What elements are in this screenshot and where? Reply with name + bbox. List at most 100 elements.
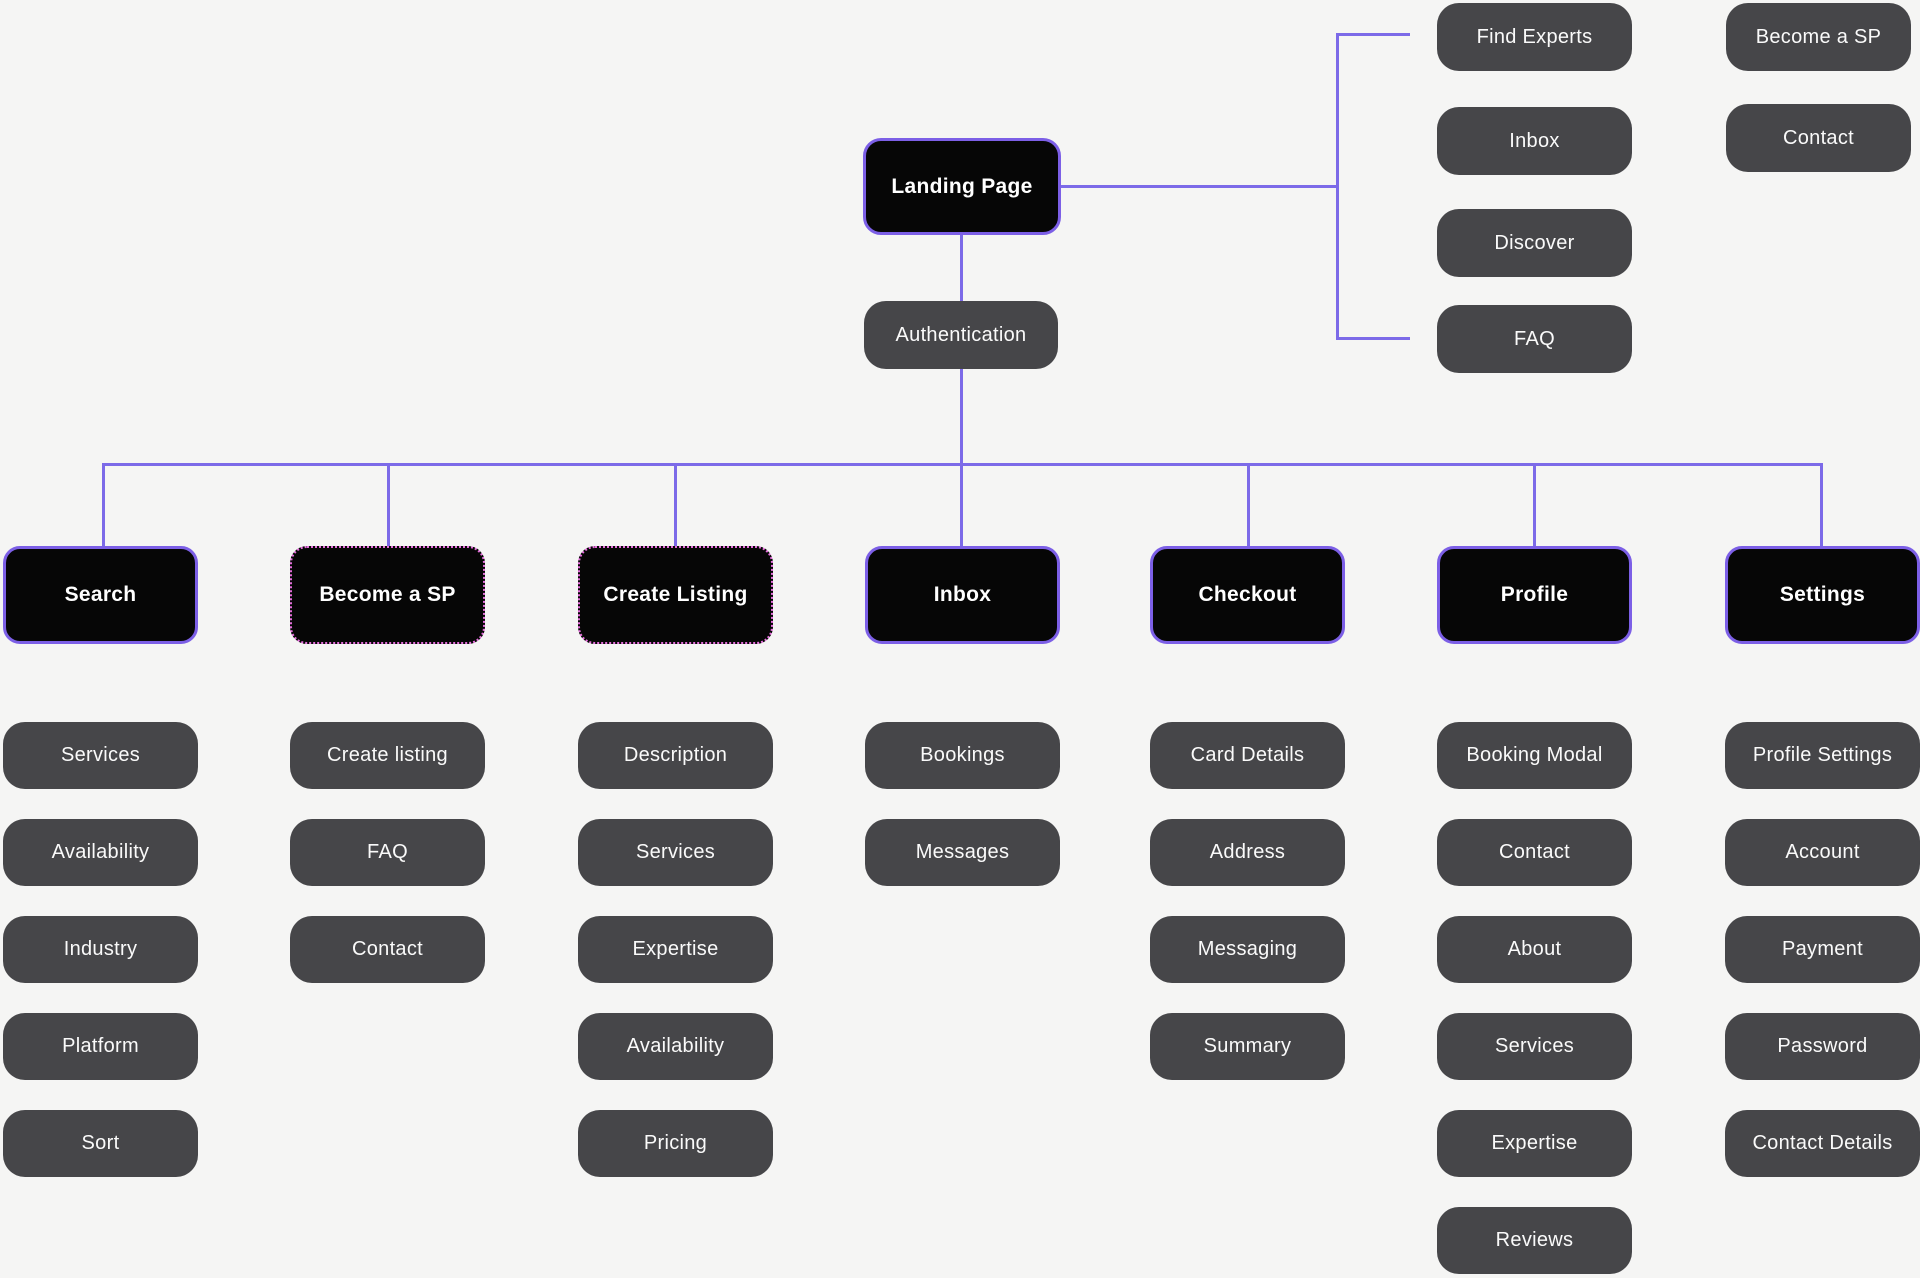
node-label: Inbox: [1509, 129, 1560, 152]
node-label: Password: [1777, 1035, 1868, 1057]
node-settings-password[interactable]: Password: [1725, 1013, 1920, 1080]
node-profile-reviews[interactable]: Reviews: [1437, 1207, 1632, 1274]
node-label: FAQ: [1514, 327, 1555, 350]
node-label: Discover: [1494, 231, 1575, 254]
node-search-availability[interactable]: Availability: [3, 819, 198, 886]
node-label: Payment: [1781, 938, 1864, 960]
node-label: Profile Settings: [1752, 744, 1893, 766]
connector-drop-settings: [1820, 464, 1823, 547]
node-label: Industry: [63, 938, 138, 960]
node-label: Checkout: [1198, 583, 1297, 606]
node-become-a-sp-floating[interactable]: Become a SP: [1726, 3, 1911, 71]
node-label: Contact: [351, 938, 424, 960]
node-section-inbox[interactable]: Inbox: [865, 546, 1060, 644]
node-label: Booking Modal: [1466, 744, 1603, 766]
node-label: Landing Page: [891, 174, 1033, 198]
node-label: Services: [1494, 1035, 1575, 1057]
node-label: Expertise: [1491, 1132, 1578, 1154]
node-section-become-a-sp[interactable]: Become a SP: [290, 546, 485, 644]
connector-drop-create-listing: [674, 464, 677, 547]
node-listing-description[interactable]: Description: [578, 722, 773, 789]
node-label: Contact Details: [1752, 1132, 1893, 1154]
node-label: Description: [623, 744, 728, 766]
node-label: Messaging: [1197, 938, 1298, 960]
node-checkout-address[interactable]: Address: [1150, 819, 1345, 886]
node-profile-about[interactable]: About: [1437, 916, 1632, 983]
node-profile-contact[interactable]: Contact: [1437, 819, 1632, 886]
node-label: Settings: [1779, 583, 1866, 606]
node-label: Contact: [1498, 841, 1571, 863]
node-becomesp-create-listing[interactable]: Create listing: [290, 722, 485, 789]
connector-stub-find-experts: [1336, 33, 1410, 36]
node-becomesp-faq[interactable]: FAQ: [290, 819, 485, 886]
connector-line-right-vertical: [1336, 33, 1339, 340]
node-label: Messages: [915, 841, 1010, 863]
node-checkout-card-details[interactable]: Card Details: [1150, 722, 1345, 789]
node-label: Become a SP: [1755, 25, 1882, 48]
node-listing-availability[interactable]: Availability: [578, 1013, 773, 1080]
node-label: Card Details: [1190, 744, 1305, 766]
node-profile-expertise[interactable]: Expertise: [1437, 1110, 1632, 1177]
node-label: Availability: [51, 841, 150, 863]
node-profile-booking-modal[interactable]: Booking Modal: [1437, 722, 1632, 789]
node-section-create-listing[interactable]: Create Listing: [578, 546, 773, 644]
connector-drop-become-a-sp: [387, 464, 390, 547]
node-inbox-messages[interactable]: Messages: [865, 819, 1060, 886]
node-section-settings[interactable]: Settings: [1725, 546, 1920, 644]
node-search-sort[interactable]: Sort: [3, 1110, 198, 1177]
connector-stub-faq: [1336, 337, 1410, 340]
node-label: Search: [64, 583, 137, 606]
node-label: Summary: [1203, 1035, 1292, 1057]
node-label: About: [1507, 938, 1562, 960]
node-settings-profile-settings[interactable]: Profile Settings: [1725, 722, 1920, 789]
node-label: Expertise: [632, 938, 719, 960]
node-label: Pricing: [643, 1132, 708, 1154]
node-faq-top[interactable]: FAQ: [1437, 305, 1632, 373]
node-settings-contact-details[interactable]: Contact Details: [1725, 1110, 1920, 1177]
node-checkout-summary[interactable]: Summary: [1150, 1013, 1345, 1080]
node-label: Reviews: [1495, 1229, 1574, 1251]
node-label: Become a SP: [319, 583, 456, 606]
node-section-profile[interactable]: Profile: [1437, 546, 1632, 644]
node-search-platform[interactable]: Platform: [3, 1013, 198, 1080]
node-listing-expertise[interactable]: Expertise: [578, 916, 773, 983]
node-label: Profile: [1500, 583, 1569, 606]
connector-drop-search: [102, 464, 105, 547]
node-label: Create Listing: [603, 583, 748, 606]
node-find-experts[interactable]: Find Experts: [1437, 3, 1632, 71]
node-becomesp-contact[interactable]: Contact: [290, 916, 485, 983]
connector-line-root-right: [1061, 185, 1339, 188]
node-search-industry[interactable]: Industry: [3, 916, 198, 983]
connector-drop-profile: [1533, 464, 1536, 547]
node-contact-floating[interactable]: Contact: [1726, 104, 1911, 172]
node-label: Sort: [81, 1132, 120, 1154]
node-discover[interactable]: Discover: [1437, 209, 1632, 277]
node-settings-payment[interactable]: Payment: [1725, 916, 1920, 983]
node-authentication[interactable]: Authentication: [864, 301, 1058, 369]
node-section-search[interactable]: Search: [3, 546, 198, 644]
node-listing-pricing[interactable]: Pricing: [578, 1110, 773, 1177]
node-label: Create listing: [327, 744, 448, 766]
node-listing-services[interactable]: Services: [578, 819, 773, 886]
connector-drop-checkout: [1247, 464, 1250, 547]
node-section-checkout[interactable]: Checkout: [1150, 546, 1345, 644]
connector-line-center-vertical: [960, 235, 963, 546]
node-inbox-bookings[interactable]: Bookings: [865, 722, 1060, 789]
node-search-services[interactable]: Services: [3, 722, 198, 789]
node-label: Inbox: [933, 583, 992, 606]
node-inbox-top[interactable]: Inbox: [1437, 107, 1632, 175]
node-label: Address: [1209, 841, 1286, 863]
node-label: Services: [60, 744, 141, 766]
node-label: Services: [635, 841, 716, 863]
node-checkout-messaging[interactable]: Messaging: [1150, 916, 1345, 983]
connector-drop-inbox: [960, 464, 963, 547]
node-profile-services[interactable]: Services: [1437, 1013, 1632, 1080]
node-label: Platform: [62, 1035, 139, 1057]
node-settings-account[interactable]: Account: [1725, 819, 1920, 886]
node-label: Find Experts: [1476, 25, 1593, 48]
node-label: Authentication: [895, 323, 1027, 346]
node-landing-page[interactable]: Landing Page: [863, 138, 1061, 235]
node-label: Account: [1785, 841, 1860, 863]
node-label: Availability: [626, 1035, 725, 1057]
